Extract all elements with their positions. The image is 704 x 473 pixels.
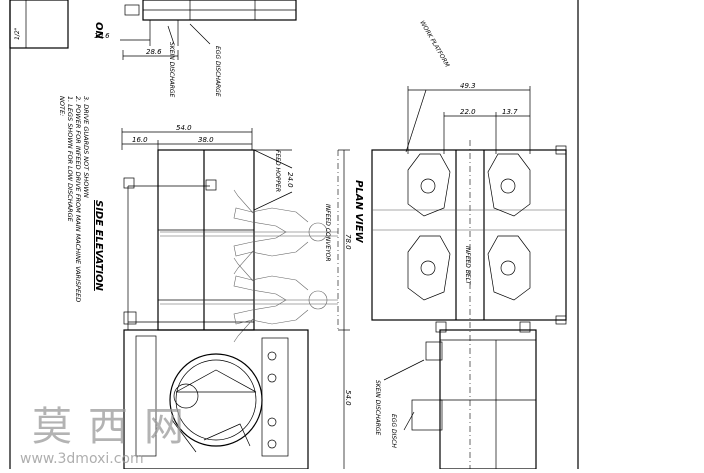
lower-plan-bearing-b (519, 321, 531, 333)
workstation-3 (407, 235, 451, 301)
workstation-2 (487, 153, 531, 217)
hopper-side-b (253, 191, 293, 211)
operator-figure-upper (233, 189, 328, 275)
dim-13-7: 13.7 (502, 108, 518, 116)
side-frame (157, 149, 255, 331)
dim-28-6: 28.6 (146, 48, 162, 56)
lower-plan-frame (439, 329, 537, 470)
side-elevation: 54.0 16.0 38.0 FEED HOPPER 24.0 78.0 INF… (121, 124, 352, 343)
work-platform-leader (405, 89, 427, 153)
dim-24-0: 24.0 (286, 172, 294, 188)
lower-side-panel (135, 335, 157, 457)
notes-header: NOTE: (58, 96, 66, 116)
lower-plan-bearing-a (435, 321, 447, 333)
callout-work-platform: WORK PLATFORM (418, 20, 451, 70)
notes-line-2: 2. POWER FOR INFEED DRIVE FROM MAIN MACH… (74, 96, 82, 302)
callout-infeed-conveyor: INFEED CONVEYOR (324, 204, 331, 262)
callout-egg-discharge-top: EGG DISCHARGE (214, 46, 221, 97)
dim-54-0: 54.0 (176, 124, 192, 132)
notes-line-1: 1. LEGS SHOWN FOR LOW DISCHARGE (66, 96, 74, 223)
drum-gear (173, 383, 199, 409)
callout-skein-discharge-bottom: SKEIN DISCHARGE (374, 380, 381, 436)
side-bearing-a (123, 177, 135, 189)
skein-leader-top (167, 25, 175, 45)
plan-view: 49.3 22.0 13.7 WORK PLATFORM INFEED BELT (371, 20, 567, 469)
dim-lower-54-0: 54.0 (344, 390, 352, 406)
watermark: 莫 西 网 www.3dmoxi.com (20, 404, 184, 467)
panel-knob-c (267, 417, 277, 427)
dim-78-0: 78.0 (344, 234, 352, 250)
lower-plan-gearbox (411, 399, 443, 431)
lower-plan: SKEIN DISCHARGE EGG DISCH (374, 321, 537, 470)
callout-feed-hopper: FEED HOPPER (274, 150, 281, 192)
title-block-scale: 1/2" (14, 27, 21, 40)
dim-38-0: 38.0 (198, 136, 214, 144)
top-motor (124, 4, 140, 16)
callout-egg-discharge-bottom: EGG DISCH (390, 414, 397, 448)
side-bearing-c (123, 311, 137, 325)
title-block-frame (9, 0, 69, 49)
notes-line-3: 3. DRIVE GUARDS NOT SHOWN (82, 96, 90, 198)
work-platform (371, 149, 567, 321)
separator-drum-inner (175, 359, 257, 441)
side-elevation-label: SIDE ELEVATION (93, 200, 104, 291)
panel-knob-a (267, 351, 277, 361)
view-label-top: ON (93, 22, 104, 40)
skein-leader-bottom (383, 359, 425, 381)
lower-plan-motor (425, 341, 443, 361)
watermark-url: www.3dmoxi.com (20, 451, 144, 467)
drum-linkage (171, 419, 251, 453)
watermark-char-1: 莫 (32, 404, 72, 450)
dim-10-6: 10.6 (94, 32, 110, 40)
platform-corner-a (555, 145, 567, 155)
egg-leader-bottom (403, 411, 415, 431)
dim-16-0: 16.0 (132, 136, 148, 144)
lower-control-panel (261, 337, 289, 457)
dim-49-3: 49.3 (460, 82, 476, 90)
callout-infeed-belt: INFEED BELT (464, 246, 471, 286)
drum-chute (175, 369, 257, 393)
callout-skein-discharge-top: SKEIN DISCHARGE (168, 42, 175, 98)
hopper-side-a (253, 149, 293, 169)
platform-corner-b (555, 315, 567, 325)
workstation-4 (487, 235, 531, 301)
panel-knob-b (267, 373, 277, 383)
operator-figure-lower (233, 257, 328, 343)
egg-leader-top (189, 23, 211, 45)
dim-22-0: 22.0 (460, 108, 476, 116)
watermark-char-3: 网 (144, 404, 184, 450)
plan-view-label: PLAN VIEW (353, 180, 364, 244)
notes-block: NOTE: 1. LEGS SHOWN FOR LOW DISCHARGE 2.… (58, 96, 90, 302)
side-bearing-b (205, 179, 217, 191)
panel-knob-d (267, 439, 277, 449)
workstation-1 (407, 153, 451, 217)
top-view: 10.6 28.6 SKEIN DISCHARGE EGG DISCHARGE (94, 0, 297, 98)
watermark-char-2: 西 (88, 404, 128, 450)
